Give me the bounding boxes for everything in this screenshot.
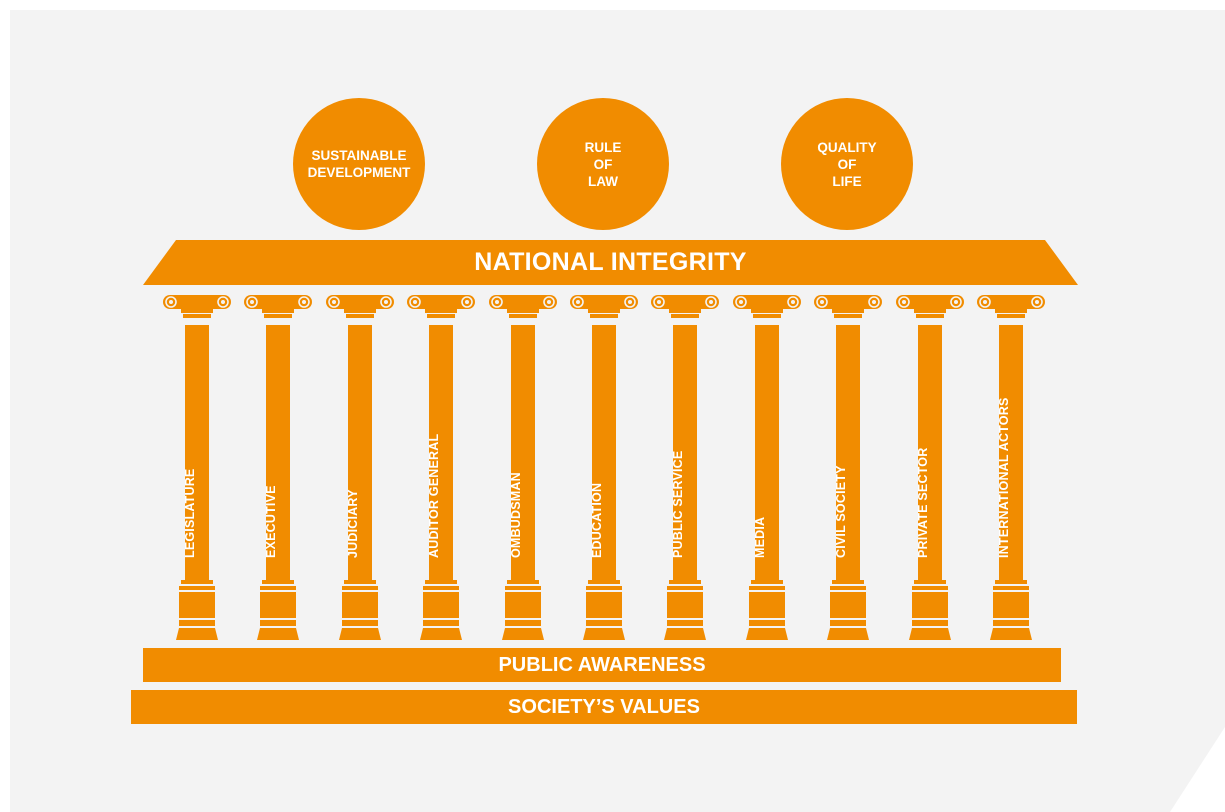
pillar-shaft: EXECUTIVE	[264, 325, 291, 581]
goal-line: OF	[593, 156, 613, 172]
foundation-lower-label: SOCIETY’S VALUES	[508, 695, 700, 718]
pillar-executive: EXECUTIVE	[240, 292, 316, 642]
pillar-auditor-general: AUDITOR GENERAL	[403, 292, 479, 642]
pillar-education: EDUCATION	[566, 292, 642, 642]
pillar-capital-icon	[975, 292, 1047, 322]
pillar-label: EXECUTIVE	[264, 485, 279, 558]
pillar-ombudsman: OMBUDSMAN	[485, 292, 561, 642]
roof-label: NATIONAL INTEGRITY	[474, 248, 747, 276]
goal-line: RULE	[584, 139, 622, 155]
pillar-capital-icon	[731, 292, 803, 322]
goal-line: SUSTAINABLE	[311, 148, 407, 163]
pillar-capital-icon	[324, 292, 396, 322]
pillar-capital-icon	[242, 292, 314, 322]
pillar-label: EDUCATION	[590, 482, 604, 558]
pillar-capital-icon	[812, 292, 884, 322]
goal-line: LIFE	[832, 173, 862, 189]
goal-circle-rule-of-law: RULE OF LAW	[537, 98, 669, 230]
pillar-capital-icon	[568, 292, 640, 322]
pillar-shaft: CIVIL SOCIETY	[834, 325, 861, 581]
foundation-public-awareness: PUBLIC AWARENESS	[143, 648, 1061, 682]
pillar-base-icon	[892, 580, 968, 642]
pillar-label: CIVIL SOCIETY	[834, 465, 849, 558]
pillar-label: JUDICIARY	[345, 489, 360, 558]
pillar-shaft: OMBUDSMAN	[508, 325, 535, 581]
goal-line: QUALITY	[817, 139, 877, 155]
pillar-capital-icon	[405, 292, 477, 322]
pillar-label: PRIVATE SECTOR	[915, 447, 930, 558]
pillar-label: LEGISLATURE	[183, 468, 197, 558]
goal-line: OF	[837, 156, 857, 172]
pillar-base-icon	[240, 580, 316, 642]
pillar-civil-society: CIVIL SOCIETY	[810, 292, 886, 642]
goal-line: DEVELOPMENT	[307, 165, 411, 180]
pillar-shaft: LEGISLATURE	[183, 325, 209, 581]
pillar-shaft: PUBLIC SERVICE	[671, 325, 698, 581]
pillar-base-icon	[159, 580, 235, 642]
pillar-base-icon	[647, 580, 723, 642]
pillar-shaft: MEDIA	[752, 325, 779, 581]
pillar-label: PUBLIC SERVICE	[671, 450, 686, 558]
pillar-base-icon	[403, 580, 479, 642]
pillar-international-actors: INTERNATIONAL ACTORS	[973, 292, 1049, 642]
pillar-label: MEDIA	[752, 516, 767, 558]
pillar-shaft: INTERNATIONAL ACTORS	[997, 325, 1023, 581]
pillar-base-icon	[729, 580, 805, 642]
pillar-shaft: JUDICIARY	[345, 325, 372, 581]
pillar-base-icon	[485, 580, 561, 642]
pillar-capital-icon	[649, 292, 721, 322]
pillar-private-sector: PRIVATE SECTOR	[892, 292, 968, 642]
pillar-label: OMBUDSMAN	[508, 472, 523, 558]
pillar-capital-icon	[894, 292, 966, 322]
pillar-base-icon	[810, 580, 886, 642]
pillar-legislature: LEGISLATURE	[159, 292, 235, 642]
pillar-shaft: PRIVATE SECTOR	[915, 325, 942, 581]
goal-circle-sustainable-development: SUSTAINABLE DEVELOPMENT	[293, 98, 425, 230]
pillar-base-icon	[566, 580, 642, 642]
pillar-shaft: EDUCATION	[590, 325, 616, 581]
pillar-label: AUDITOR GENERAL	[427, 433, 442, 558]
pillar-base-icon	[973, 580, 1049, 642]
goal-line: LAW	[588, 173, 618, 189]
pillar-label: INTERNATIONAL ACTORS	[997, 397, 1011, 558]
pillar-capital-icon	[161, 292, 233, 322]
pillar-media: MEDIA	[729, 292, 805, 642]
pillar-public-service: PUBLIC SERVICE	[647, 292, 723, 642]
pillar-shaft: AUDITOR GENERAL	[427, 325, 454, 581]
foundation-upper-label: PUBLIC AWARENESS	[498, 653, 706, 676]
foundation-societys-values: SOCIETY’S VALUES	[131, 690, 1077, 724]
pillar-base-icon	[322, 580, 398, 642]
pillar-judiciary: JUDICIARY	[322, 292, 398, 642]
pillar-capital-icon	[487, 292, 559, 322]
goal-circle-quality-of-life: QUALITY OF LIFE	[781, 98, 913, 230]
roof-national-integrity: NATIONAL INTEGRITY	[143, 240, 1078, 285]
